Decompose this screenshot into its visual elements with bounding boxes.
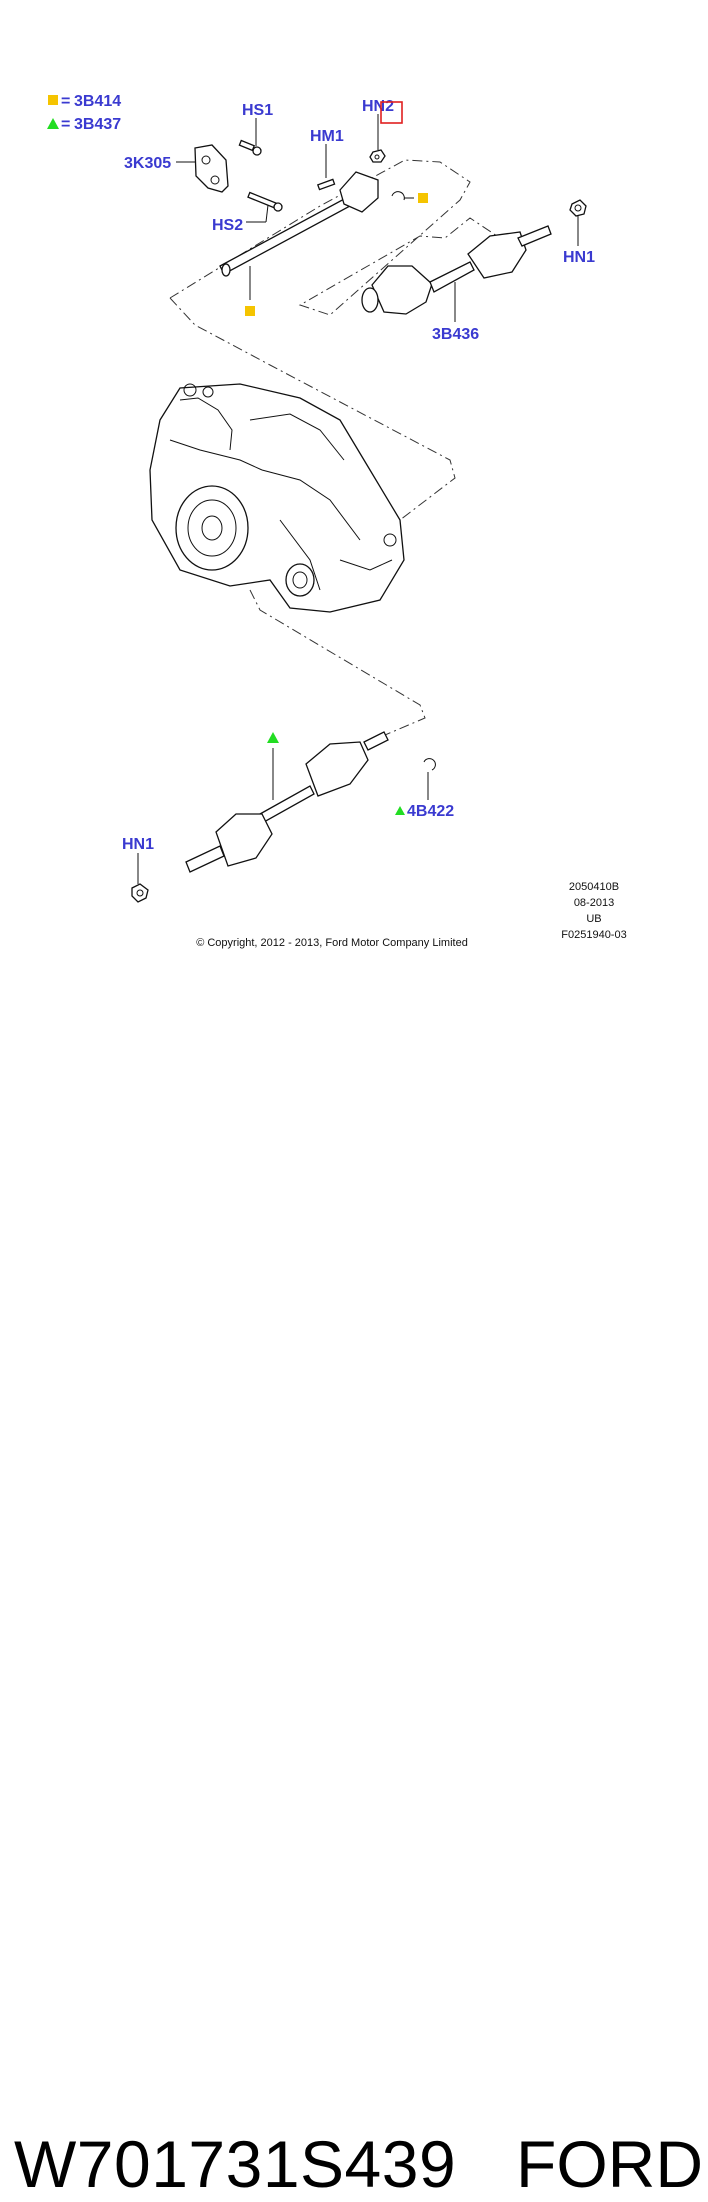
- nut-hn1-top: [569, 199, 587, 217]
- dashed-assembly-line-middle: [169, 297, 456, 521]
- marker-square-circlip: [418, 193, 428, 203]
- caption-bar: W701731S439 FORD: [0, 1060, 708, 2201]
- dashed-assembly-line-upper: [169, 159, 501, 316]
- bearing-bracket-3k305: [194, 144, 229, 193]
- transmission-housing: [149, 383, 405, 613]
- nut-hn1-bottom: [131, 883, 149, 903]
- circlip-upper: [391, 191, 405, 201]
- circlip-lower-4b422: [423, 758, 436, 771]
- legend-triangle-marker: [47, 118, 59, 129]
- part-number-text: W701731S439: [14, 2127, 457, 2201]
- exploded-parts-diagram: = 3B414 = 3B437 3K305 HS1 HM1 HN2 HS2: [47, 93, 627, 949]
- callout-hs1: HS1: [242, 102, 273, 119]
- legend-square-code: 3B414: [74, 93, 121, 110]
- stud-hm1: [316, 178, 336, 191]
- legend-square-marker: [48, 95, 58, 105]
- info-line-4: F0251940-03: [561, 929, 626, 941]
- bolt-hs2: [247, 191, 283, 212]
- info-line-1: 2050410B: [569, 881, 619, 893]
- legend-square-equals: =: [61, 93, 70, 110]
- callout-3k305: 3K305: [124, 155, 171, 172]
- marker-square-shaft: [245, 306, 255, 316]
- info-line-3: UB: [586, 913, 601, 925]
- bolt-hs1: [238, 139, 262, 156]
- callout-hs2: HS2: [212, 217, 243, 234]
- callout-hn2: HN2: [362, 98, 394, 115]
- marker-triangle-circlip: [395, 806, 405, 815]
- highlight-box-hn2: [380, 101, 403, 124]
- callout-hn1-top: HN1: [563, 249, 595, 266]
- info-line-2: 08-2013: [574, 897, 614, 909]
- marker-triangle-shaft: [267, 732, 279, 743]
- callout-4b422: 4B422: [407, 803, 454, 820]
- brand-text: FORD: [516, 2127, 703, 2201]
- dashed-assembly-line-lower: [249, 589, 426, 736]
- callout-hm1: HM1: [310, 128, 344, 145]
- halfshaft-right-3b436: [361, 225, 552, 315]
- intermediate-shaft: [219, 171, 379, 277]
- legend-triangle-equals: =: [61, 116, 70, 133]
- legend-triangle-code: 3B437: [74, 116, 121, 133]
- nut-hn2: [369, 149, 386, 163]
- copyright-text: © Copyright, 2012 - 2013, Ford Motor Com…: [196, 937, 468, 949]
- callout-3b436: 3B436: [432, 326, 479, 343]
- halfshaft-left: [185, 731, 389, 873]
- callout-hn1-bottom: HN1: [122, 836, 154, 853]
